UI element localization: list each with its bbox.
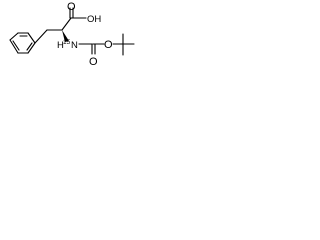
ring-bond-4 [27,42,36,54]
atom-label-carbamate-oxygen: O [89,56,98,68]
atom-label-ester-oxygen: O [104,39,113,51]
stereo-wedge-bond [62,30,69,42]
ring-double-bond-2 [26,42,33,51]
atom-label-carbonyl-oxygen: O [67,1,76,13]
atom-label-nitrogen-hydrogen: H [57,40,64,51]
atom-label-nitrogen-isotope: 15 [63,39,71,46]
benzyl-bond [34,29,48,44]
alpha-carboxyl-bond [61,17,72,31]
ring-double-bond-3 [12,40,20,51]
ring-bond-3 [27,32,36,44]
ring-bond-6 [9,39,19,54]
ring-bond-1 [9,32,19,41]
atom-label-nitrogen: N [71,40,78,51]
atom-label-hydroxyl: OH [87,14,101,25]
phenyl-ring [9,32,36,54]
chemical-structure-diagram: O OH 15 H N O O [9,1,135,68]
